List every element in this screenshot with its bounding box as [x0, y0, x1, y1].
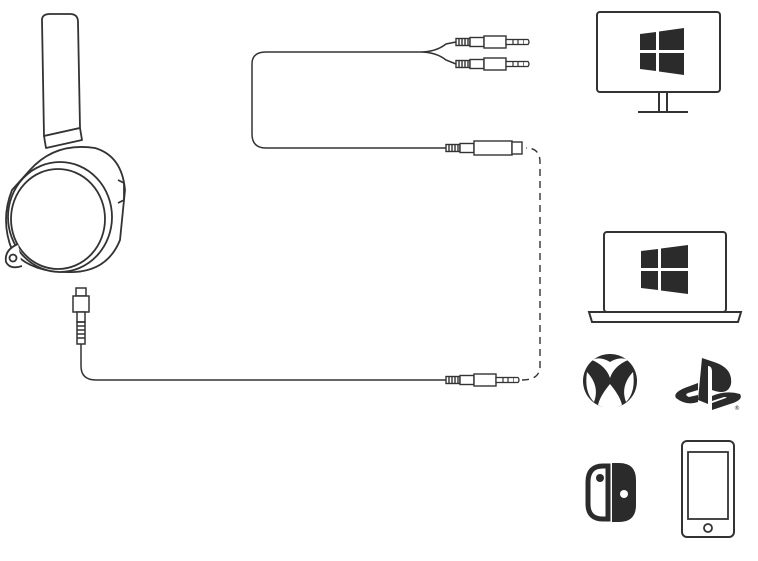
splitter-plug-bottom [455, 57, 530, 71]
playstation-registered-mark: ® [734, 405, 740, 412]
main-cable [80, 344, 446, 381]
playstation-icon: ® [675, 358, 741, 412]
monitor-screen [596, 11, 721, 93]
nintendo-switch-icon [585, 463, 636, 522]
splitter-cable [251, 41, 457, 149]
main-cable-plug [445, 373, 520, 387]
headset-micro-connector [72, 287, 90, 345]
windows-icon [641, 245, 688, 294]
headset [4, 13, 126, 274]
splitter-plug-top [455, 35, 530, 49]
laptop-base [587, 311, 743, 323]
splitter-female-socket [445, 140, 523, 156]
phone-icon [681, 440, 735, 538]
xbox-icon [583, 354, 637, 409]
windows-icon [640, 28, 684, 75]
laptop [587, 231, 743, 323]
dashed-extension-line [521, 147, 541, 381]
headset-headband [41, 13, 81, 137]
desktop-pc [596, 11, 721, 113]
